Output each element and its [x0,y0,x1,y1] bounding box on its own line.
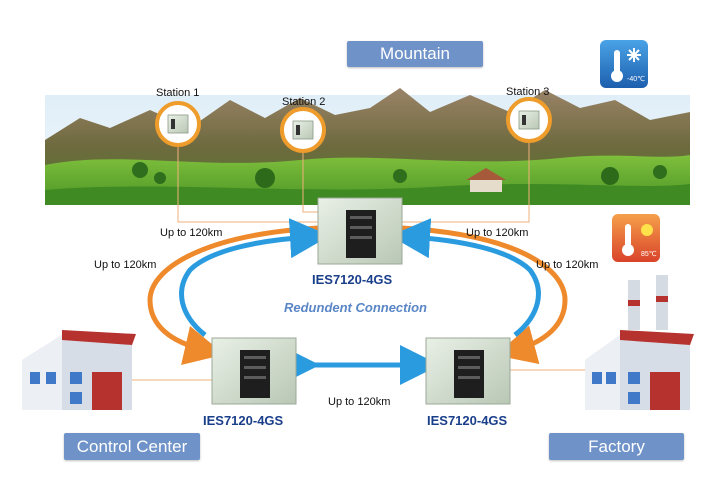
distance-label: Up to 120km [536,259,599,271]
device-label-left: IES7120-4GS [203,413,284,428]
device-label-top: IES7120-4GS [312,272,393,287]
control-center-building [22,330,136,410]
hot-temperature-badge [612,214,660,262]
redundant-ring [147,218,568,385]
station-2 [280,107,326,153]
redundant-connection-label: Redundent Connection [284,300,427,315]
distance-label: Up to 120km [466,227,529,239]
station-1 [155,101,201,147]
distance-label: Up to 120km [160,227,223,239]
sun-icon [641,224,653,236]
cold-temperature-badge [600,40,648,88]
station-3-label: Station 3 [506,86,550,98]
mountain-banner: Mountain [347,41,483,67]
station-1-label: Station 1 [156,87,200,99]
mountain-landscape [45,88,690,205]
distance-label: Up to 120km [94,259,157,271]
device-cabinet-right [425,337,511,405]
factory-building [585,275,694,410]
factory-banner: Factory [549,433,684,460]
control-center-banner: Control Center [64,433,200,460]
device-cabinet-left [211,337,297,405]
distance-label: Up to 120km [328,396,391,408]
station-3 [506,97,552,143]
device-cabinet-top [317,197,403,265]
hot-temperature-value: 85℃ [641,251,657,258]
cold-temperature-value: -40℃ [627,76,645,83]
station-2-label: Station 2 [282,96,326,108]
snowflake-icon [627,48,641,62]
station-links [130,135,585,381]
device-label-right: IES7120-4GS [427,413,508,428]
